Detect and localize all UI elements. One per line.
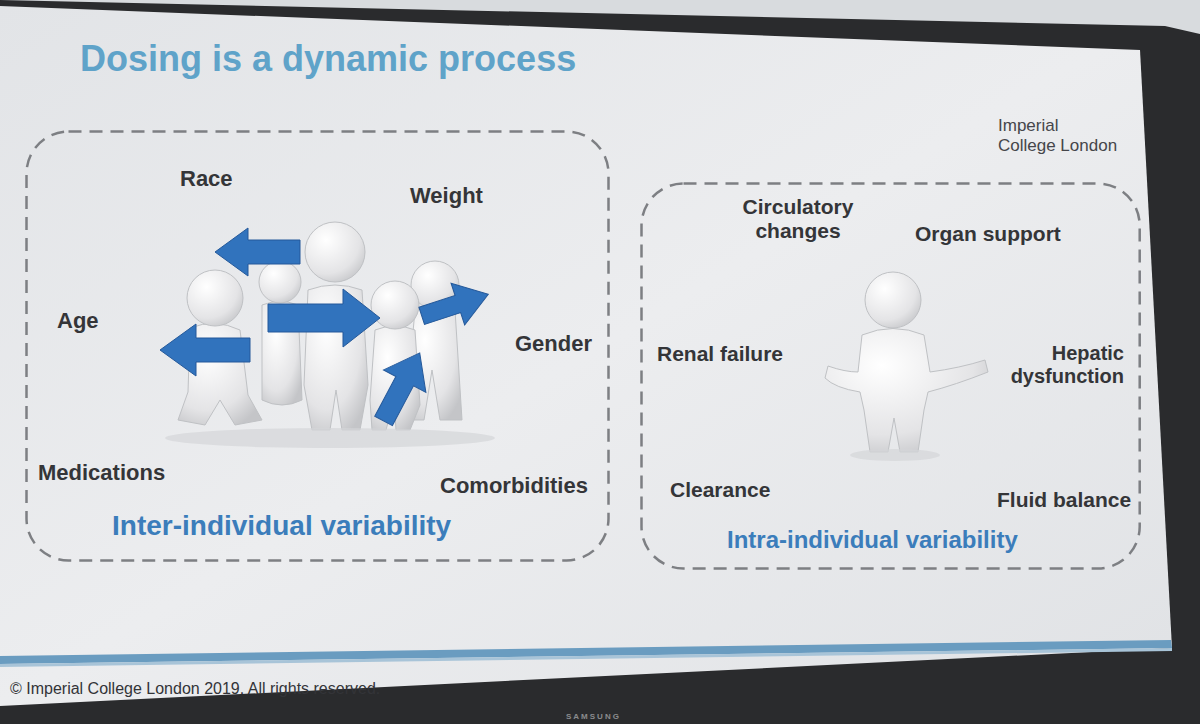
dashed-group-box: RaceWeightAgeGenderMedicationsComorbidit… bbox=[25, 130, 610, 562]
footer-rule-light bbox=[0, 648, 1172, 667]
factor-label: Medications bbox=[38, 460, 165, 485]
group-heading: Inter-individual variability bbox=[112, 510, 451, 542]
figure-head bbox=[187, 270, 243, 326]
factor-label: Weight bbox=[410, 183, 483, 208]
dashed-group-box: Circulatory changesOrgan supportRenal fa… bbox=[640, 182, 1141, 570]
copyright-note: © Imperial College London 2019. All righ… bbox=[10, 680, 380, 698]
factor-label: Age bbox=[57, 308, 99, 333]
figure-shadow bbox=[850, 449, 940, 461]
factor-label: Gender bbox=[515, 331, 592, 356]
blue-arrow bbox=[362, 342, 441, 433]
factor-label: Comorbidities bbox=[440, 473, 588, 498]
blue-arrow bbox=[215, 228, 300, 276]
logo-text: Imperial College London bbox=[998, 116, 1118, 155]
figure-head bbox=[305, 222, 365, 282]
factor-label: Circulatory changes bbox=[728, 195, 868, 243]
blue-arrow bbox=[415, 273, 495, 336]
factor-label: Hepatic dysfunction bbox=[992, 342, 1124, 388]
figure-head bbox=[865, 272, 921, 328]
blue-arrow bbox=[160, 324, 250, 376]
figure-head bbox=[259, 261, 301, 303]
figure-body bbox=[825, 329, 988, 453]
slide-ground bbox=[0, 6, 1172, 706]
slide-title: Dosing is a dynamic process bbox=[80, 38, 576, 80]
group-heading: Intra-individual variability bbox=[727, 526, 1018, 554]
brand-mark: SAMSUNG bbox=[566, 712, 621, 721]
figure-head bbox=[371, 281, 419, 329]
figure-shadow bbox=[165, 428, 495, 448]
factor-label: Renal failure bbox=[657, 342, 783, 366]
factor-label: Clearance bbox=[670, 478, 770, 502]
factor-label: Organ support bbox=[915, 222, 1061, 246]
factor-label: Fluid balance bbox=[997, 488, 1131, 512]
factor-label: Race bbox=[180, 166, 233, 191]
blue-arrow bbox=[268, 289, 380, 347]
